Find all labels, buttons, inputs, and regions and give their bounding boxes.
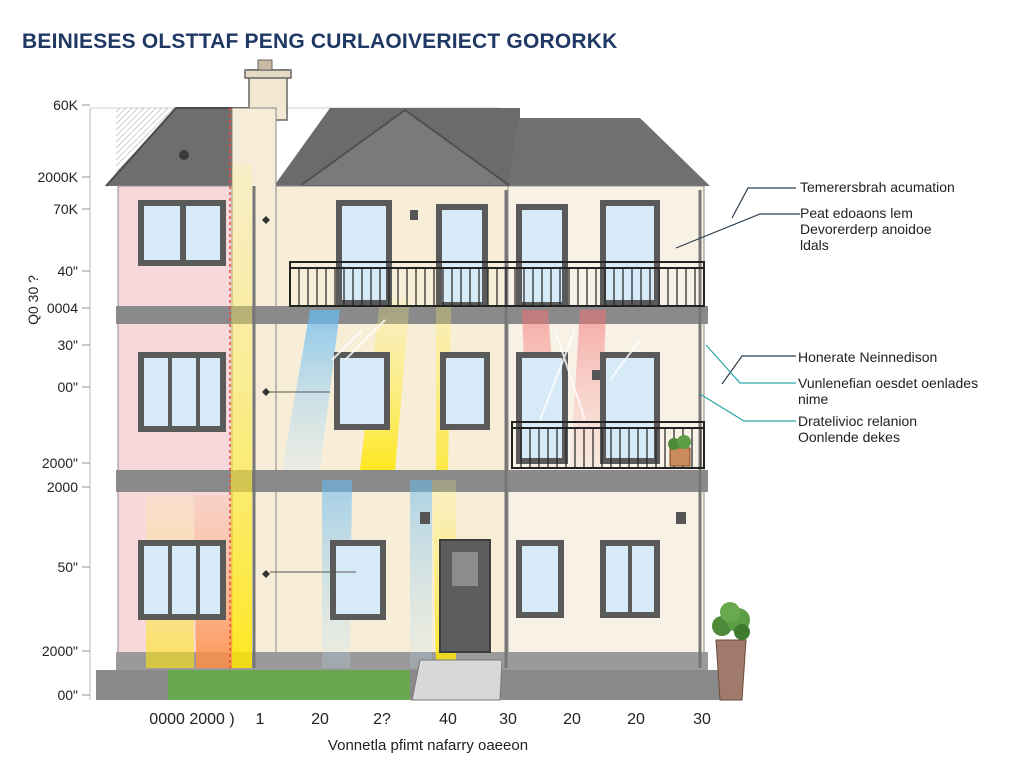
y-axis-side-label: Q0 30 ?	[25, 275, 41, 325]
window-left-lower	[138, 540, 226, 620]
y-tick-label: 70K	[53, 201, 79, 217]
y-tick-label: 40"	[57, 263, 78, 279]
heat-band-blue-3	[410, 480, 432, 668]
heat-band-yellow-left	[230, 165, 252, 668]
window-main-top-1	[336, 200, 392, 306]
x-axis-ticks: 0000 2000 ) 1 20 2? 40 30 20 20 30	[149, 711, 711, 728]
wall-lamp-1	[420, 512, 430, 524]
wall-lamp-4	[592, 370, 600, 380]
light-rays	[331, 319, 641, 421]
x-tick-label: 30	[499, 711, 517, 728]
annotation-line: ldals	[800, 237, 829, 253]
window-ground-2	[516, 540, 564, 618]
window-main-mid-1	[334, 352, 390, 430]
x-tick-label: 30	[693, 711, 711, 728]
diagram-title: BEINIESES OLSTTAF PENG CURLAOIVERIECT GO…	[22, 30, 618, 53]
annotation-1: Temerersbrah acumation	[800, 179, 955, 195]
chimney-pot	[257, 59, 273, 71]
balcony-mid	[511, 421, 705, 469]
x-axis-label: Vonnetla pfimt nafarry oaeeon	[328, 737, 528, 754]
y-tick-label: 2000	[47, 479, 78, 495]
x-tick-label: 20	[563, 711, 581, 728]
x-tick-label: 2?	[373, 711, 391, 728]
entrance-steps	[411, 659, 503, 701]
y-tick-label: 50"	[57, 559, 78, 575]
floor-band-1	[116, 306, 708, 324]
window-left-upper	[138, 200, 226, 266]
x-tick-label: 0000 2000 )	[149, 711, 234, 728]
y-tick-label: 0004	[47, 300, 78, 316]
window-main-mid-2	[440, 352, 490, 430]
x-tick-label: 20	[627, 711, 645, 728]
chimney-cap	[244, 69, 292, 79]
annotation-line: Oonlende dekes	[798, 429, 900, 445]
annotation-line: Honerate Neinnedison	[798, 349, 937, 365]
window-main-mid-4	[600, 352, 660, 464]
window-main-top-door	[436, 204, 488, 306]
window-main-top-3	[600, 200, 660, 306]
potted-plant	[712, 602, 750, 701]
annotation-line: Peat edoaons lem	[800, 205, 913, 221]
ground-left	[96, 670, 168, 700]
x-tick-label: 1	[256, 711, 265, 728]
ground-lawn	[168, 670, 410, 700]
window-left-middle	[138, 352, 226, 432]
x-tick-label: 20	[311, 711, 329, 728]
x-tick-label: 40	[439, 711, 457, 728]
y-tick-label: 2000K	[38, 169, 79, 185]
y-tick-label: 2000"	[42, 455, 78, 471]
wall-lamp-2	[676, 512, 686, 524]
y-tick-label: 30"	[57, 337, 78, 353]
y-axis-ticks: 60K 2000K 70K 40" 0004 30" 00" 2000" 2000 50" 2000…	[38, 97, 90, 703]
annotation-line: Dratelivioc relanion	[798, 413, 917, 429]
y-tick-label: 00"	[57, 379, 78, 395]
annotation-line: Temerersbrah acumation	[800, 179, 955, 195]
window-ground-1	[330, 540, 386, 620]
y-tick-label: 00"	[57, 687, 78, 703]
balcony-top-rails	[298, 268, 696, 306]
annotation-line: Vunlenefian oesdet oenlades	[798, 375, 978, 391]
balcony-planter	[668, 435, 691, 467]
annotation-3: Honerate Neinnedison	[798, 349, 937, 365]
y-tick-label: 2000"	[42, 643, 78, 659]
annotation-line: Devorerderp anoidoe	[800, 221, 932, 237]
wall-lamp-3	[410, 210, 418, 220]
heat-band-red-2	[570, 310, 606, 470]
window-ground-3	[600, 540, 660, 618]
y-tick-label: 60K	[53, 97, 79, 113]
annotation-line: nime	[798, 391, 829, 407]
leader-lines	[675, 187, 800, 422]
measure-markers	[262, 216, 270, 578]
heat-band-blue-1	[282, 310, 340, 470]
front-door-glass	[452, 552, 478, 586]
roof	[105, 107, 710, 187]
